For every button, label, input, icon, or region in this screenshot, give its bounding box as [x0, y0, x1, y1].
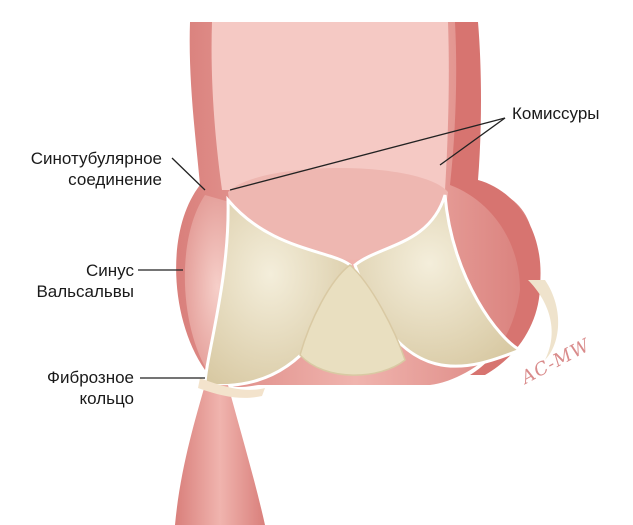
label-commissures: Комиссуры	[512, 103, 600, 124]
aorta-lumen	[212, 22, 449, 190]
outflow-tract	[175, 385, 265, 525]
label-sinus-of-valsalva: Синус Вальсальвы	[10, 260, 134, 302]
label-fibrous-annulus: Фиброзное кольцо	[10, 367, 134, 409]
label-sinotubular-junction: Синотубулярное соединение	[10, 148, 162, 190]
